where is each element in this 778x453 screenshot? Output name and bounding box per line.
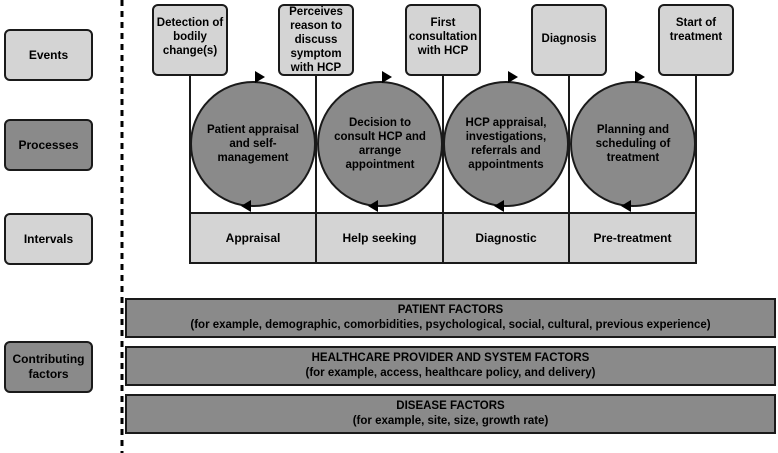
factor-disease-title: DISEASE FACTORS	[396, 400, 505, 412]
arrow-left-icon	[621, 200, 631, 212]
process-planning-treatment: Planning and scheduling of treatment	[595, 124, 671, 164]
arrow-right-icon	[382, 71, 392, 83]
process-circle-1	[190, 81, 316, 207]
process-circle-2	[317, 81, 443, 207]
event-perceives-reason: Perceives reason to discuss symptom with…	[278, 4, 354, 76]
row-label-intervals: Intervals	[4, 213, 93, 265]
factor-patient: PATIENT FACTORS (for example, demographi…	[125, 298, 776, 338]
process-hcp-appraisal: HCP appraisal, investigations, referrals…	[465, 117, 547, 171]
arrow-right-icon	[255, 71, 265, 83]
arrow-right-icon	[508, 71, 518, 83]
process-circle-3	[443, 81, 569, 207]
row-label-processes: Processes	[4, 119, 93, 171]
arrow-left-icon	[241, 200, 251, 212]
factor-disease: DISEASE FACTORS (for example, site, size…	[125, 394, 776, 434]
factor-healthcare-provider: HEALTHCARE PROVIDER AND SYSTEM FACTORS (…	[125, 346, 776, 386]
factor-disease-detail: (for example, site, size, growth rate)	[352, 415, 549, 427]
interval-pre-treatment: Pre-treatment	[593, 231, 672, 245]
factor-healthcare-title: HEALTHCARE PROVIDER AND SYSTEM FACTORS	[311, 352, 590, 364]
interval-diagnostic: Diagnostic	[475, 231, 537, 245]
event-first-consultation: First consultation with HCP	[405, 4, 481, 76]
row-label-events: Events	[4, 29, 93, 81]
interval-help-seeking: Help seeking	[342, 231, 417, 245]
arrow-left-icon	[494, 200, 504, 212]
arrow-right-icon	[635, 71, 645, 83]
process-decision-to-consult: Decision to consult HCP and arrange appo…	[334, 117, 426, 171]
factor-patient-title: PATIENT FACTORS	[397, 304, 504, 316]
process-circle-4	[570, 81, 696, 207]
interval-appraisal: Appraisal	[225, 231, 281, 245]
row-label-contributing-factors: Contributing factors	[4, 341, 93, 393]
event-start-of-treatment: Start of treatment	[658, 4, 734, 76]
factor-patient-detail: (for example, demographic, comorbidities…	[190, 319, 711, 331]
event-detection: Detection of bodily change(s)	[152, 4, 228, 76]
factor-healthcare-detail: (for example, access, healthcare policy,…	[305, 367, 596, 379]
arrow-left-icon	[368, 200, 378, 212]
process-patient-appraisal: Patient appraisal and self-management	[206, 124, 300, 164]
event-diagnosis: Diagnosis	[531, 4, 607, 76]
